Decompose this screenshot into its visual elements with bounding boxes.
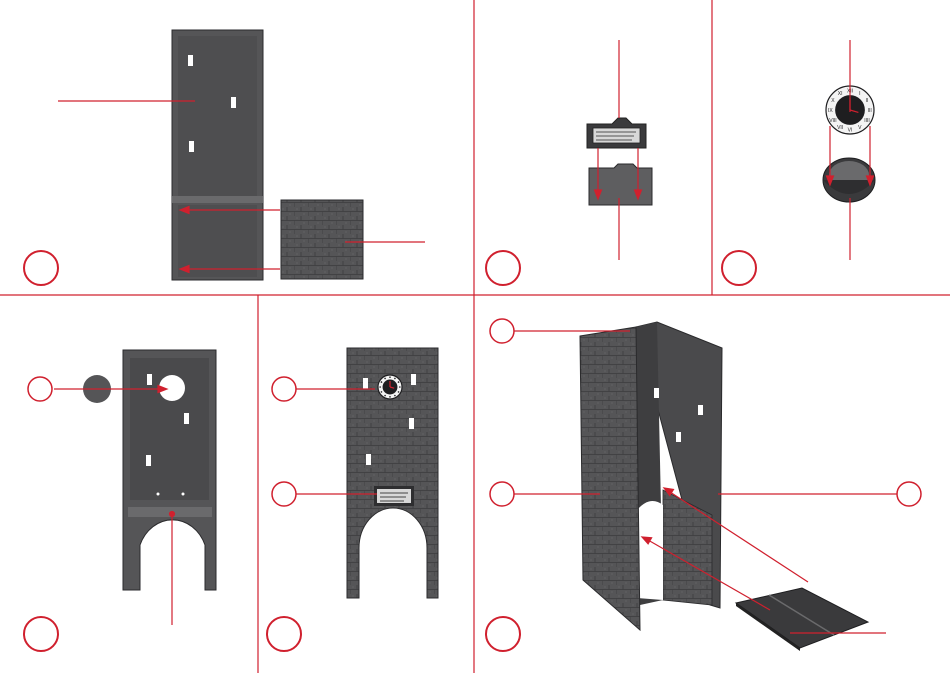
stone-base-plate-part — [281, 200, 363, 279]
step-1-panel — [24, 30, 425, 285]
clock-numeral: IX — [828, 108, 833, 114]
step-3-leaders — [827, 40, 874, 260]
tower-wall-part — [172, 30, 263, 280]
mounted-nameplate — [374, 486, 414, 506]
callout-circle-step-6-a — [490, 319, 514, 343]
callout-circle-step-5-a — [272, 377, 296, 401]
step-3-panel: XIIIIIIIIIIIIVVIVIIVIIIIXXXI — [722, 40, 875, 285]
clock-numeral: XI — [838, 91, 843, 97]
nameplate-sign-part — [587, 118, 646, 148]
step-4-panel — [24, 350, 216, 651]
step-1-badge — [24, 251, 58, 285]
tower-left-wall-part — [580, 327, 640, 630]
floor-plate-part — [736, 588, 868, 651]
step-6-badge — [486, 617, 520, 651]
step-6-panel — [486, 319, 921, 651]
step-2-panel — [486, 40, 652, 285]
step-5-badge — [267, 617, 301, 651]
callout-circle-step-6-b — [490, 482, 514, 506]
clock-numeral: IIII — [864, 118, 870, 124]
clock-numeral: I — [859, 91, 860, 97]
clock-numeral: III — [868, 108, 872, 114]
clock-numeral: VIII — [829, 118, 837, 124]
callout-circle-step-4 — [28, 377, 52, 401]
step-3-badge — [722, 251, 756, 285]
step-2-badge — [486, 251, 520, 285]
clock-numeral: VII — [837, 125, 843, 131]
callout-circle-step-6-c — [897, 482, 921, 506]
step-2-leaders — [595, 40, 642, 260]
step-5-panel — [267, 348, 438, 651]
step-4-badge — [24, 617, 58, 651]
mounted-clock — [378, 375, 402, 399]
clock-numeral: II — [866, 98, 869, 104]
clock-numeral: VI — [848, 128, 853, 134]
callout-circle-step-5-b — [272, 482, 296, 506]
arched-wall-part — [123, 350, 216, 590]
